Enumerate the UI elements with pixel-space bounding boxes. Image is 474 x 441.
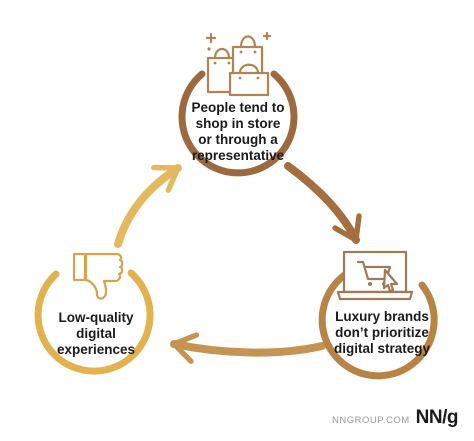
arrow-top-to-right <box>284 162 362 244</box>
top-node-label: People tend to shop in store or through … <box>174 100 302 164</box>
thumbs-down-icon <box>72 252 124 300</box>
top-node-line: representative <box>191 148 285 163</box>
laptop-cart-icon <box>336 250 414 301</box>
top-node-line: People tend to <box>191 100 285 115</box>
right-node-line: don’t prioritize <box>335 325 429 340</box>
footer-domain: NNGROUP.COM <box>332 415 410 426</box>
top-node-ring <box>178 70 298 177</box>
arrow-right-to-left <box>170 332 326 364</box>
left-node-label: Low-quality digital experiences <box>34 310 158 358</box>
left-node-line: digital <box>76 326 116 341</box>
top-node-line: shop in store <box>195 116 281 131</box>
left-node-ring <box>34 269 154 375</box>
arrow-left-to-top <box>114 164 182 248</box>
top-node-line: or through a <box>198 132 278 147</box>
shopping-bags-icon <box>205 31 272 97</box>
right-node-line: digital strategy <box>333 341 431 356</box>
right-node-ring <box>318 270 438 380</box>
left-node-line: Low-quality <box>58 310 134 325</box>
nng-logo: NN/g <box>415 407 459 428</box>
left-node-line: experiences <box>56 342 136 357</box>
right-node-line: Luxury brands <box>335 309 429 324</box>
footer: NNGROUP.COM NN/g <box>332 407 458 429</box>
right-node-label: Luxury brands don’t prioritize digital s… <box>320 309 444 357</box>
